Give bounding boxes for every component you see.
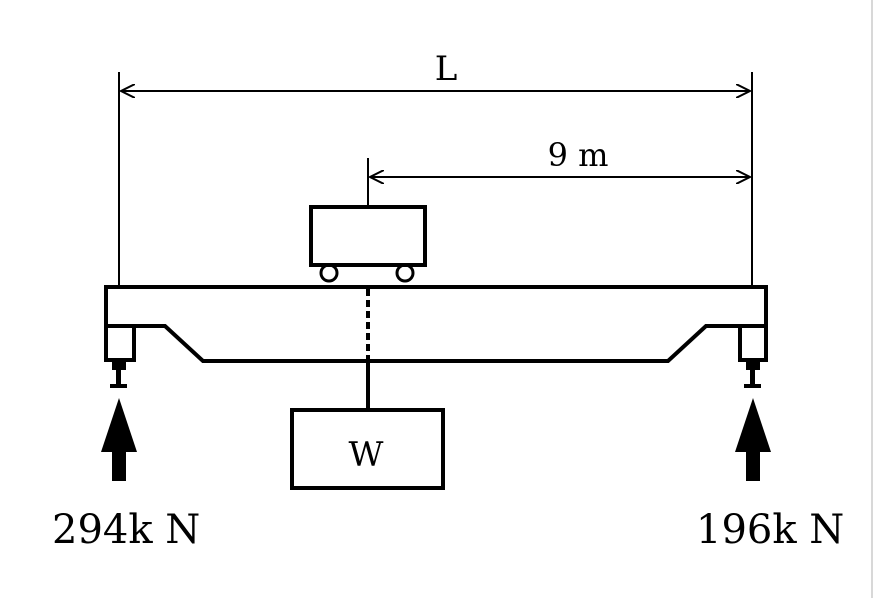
right-reaction-label: 196k N (696, 507, 844, 553)
right-end-truck (738, 324, 768, 362)
right-reaction-arrow-icon (735, 398, 771, 481)
distance-label: 9 m (548, 136, 609, 174)
trolley-body (309, 205, 427, 267)
left-rail-support (110, 360, 127, 388)
trolley-wheel-left (319, 263, 339, 283)
crane-girder (104, 285, 768, 363)
left-end-truck (104, 324, 136, 362)
right-rail-support (744, 360, 761, 388)
trolley-wheel-right (395, 263, 415, 283)
left-reaction-arrow-icon (101, 398, 137, 481)
load-box (290, 408, 445, 490)
load-label: W (349, 435, 384, 475)
left-reaction-label: 294k N (52, 507, 200, 553)
span-label: L (435, 49, 458, 89)
